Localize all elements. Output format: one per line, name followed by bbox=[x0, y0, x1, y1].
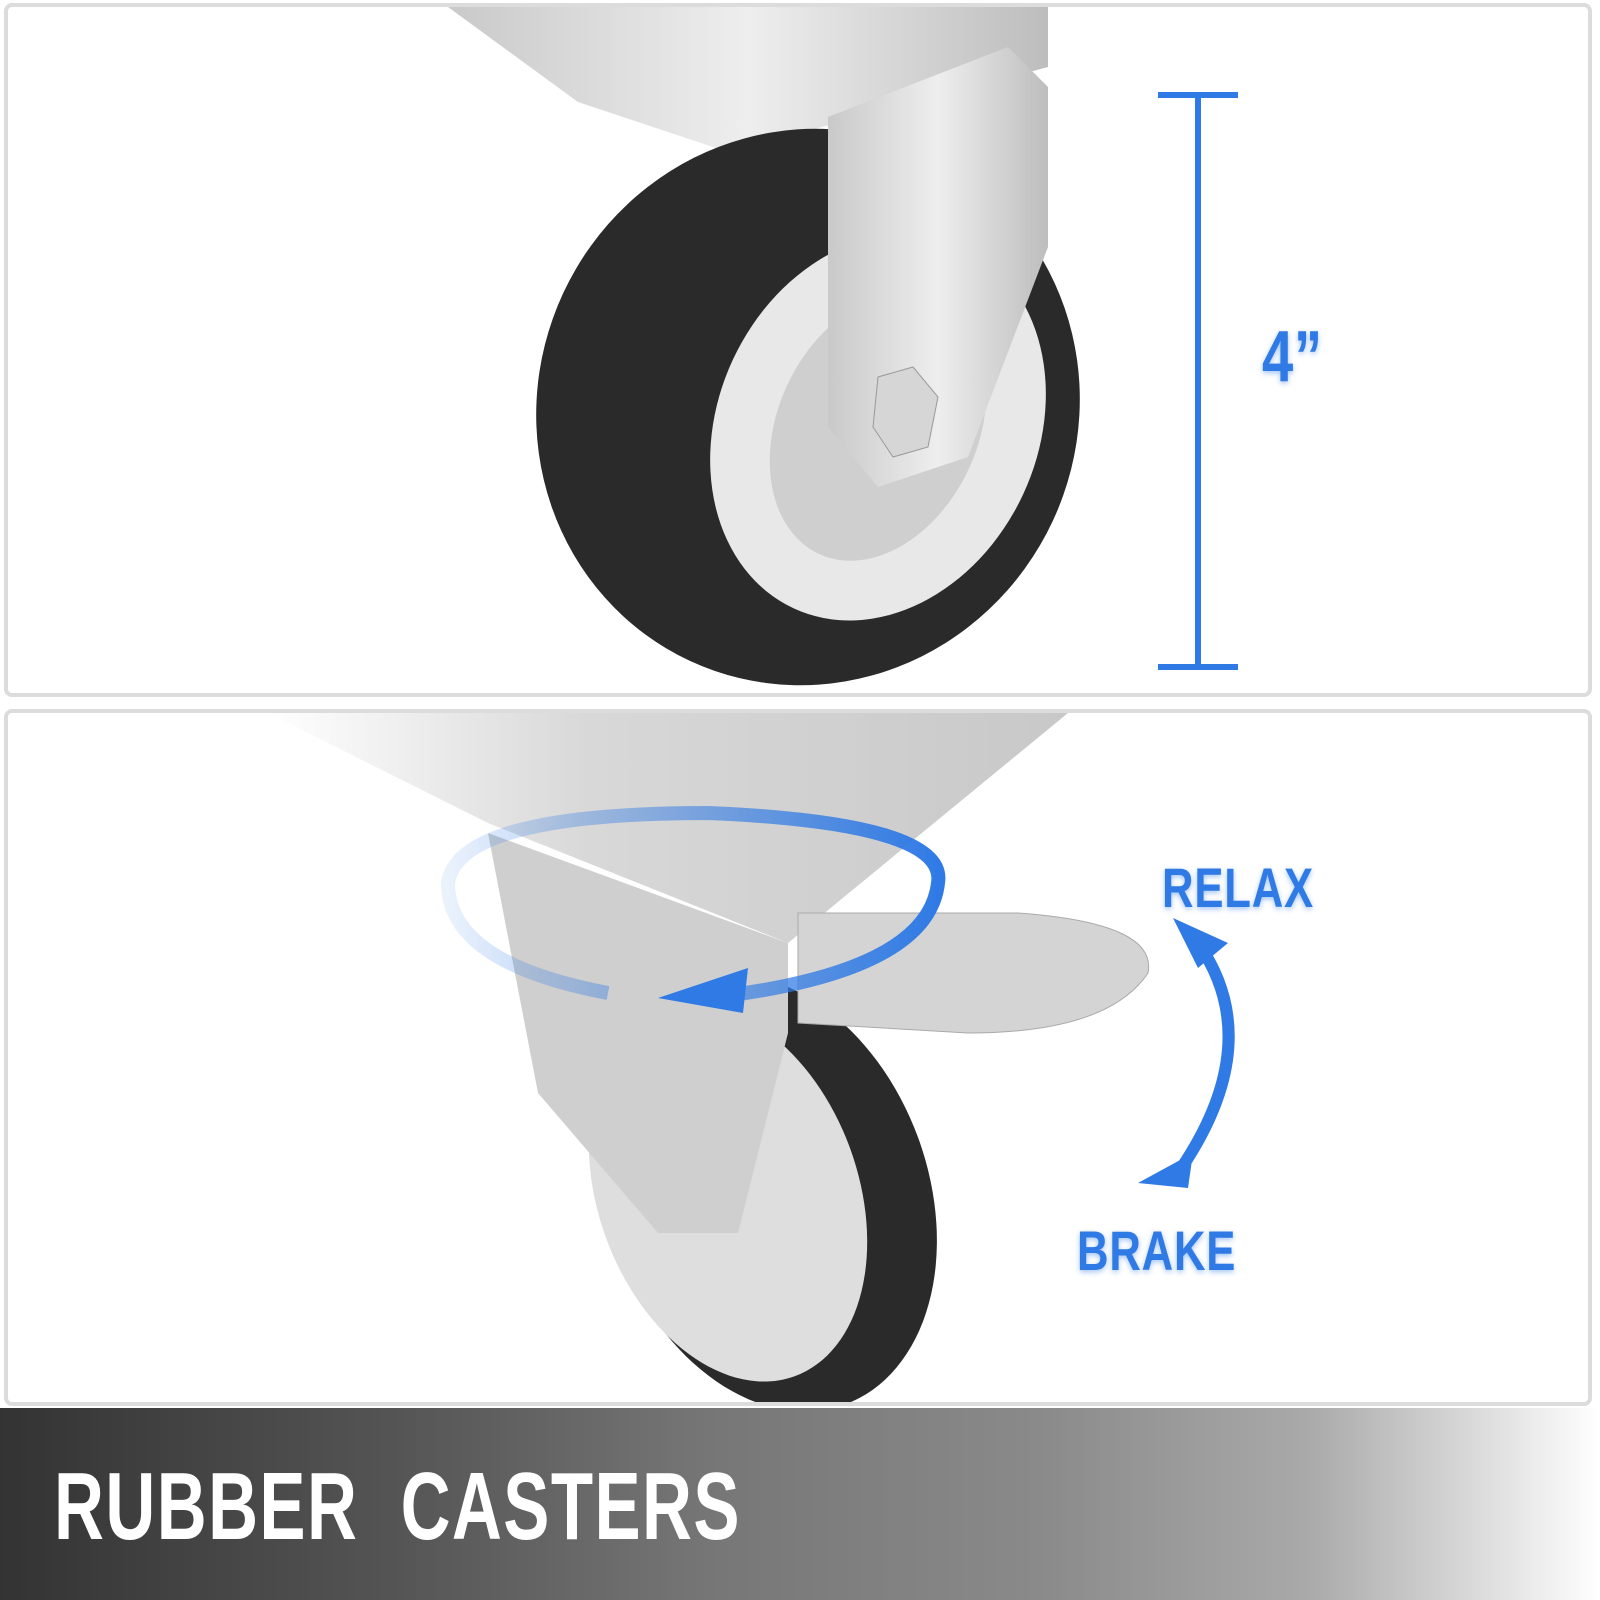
brake-pedal bbox=[797, 912, 1150, 1034]
brake-caster-photo bbox=[268, 713, 1235, 1402]
relax-label: RELAX bbox=[1162, 856, 1314, 919]
banner-title: RUBBER CASTERS bbox=[54, 1453, 741, 1560]
swivel-arrow-icon bbox=[440, 805, 946, 1005]
title-banner: RUBBER CASTERS bbox=[0, 1408, 1600, 1600]
caster-fork bbox=[488, 833, 788, 1233]
wheel-size-label: 4” bbox=[1262, 317, 1323, 397]
swivel-arrowhead bbox=[658, 968, 748, 1013]
cart-frame-corner bbox=[268, 713, 1068, 943]
brake-label: BRAKE bbox=[1077, 1219, 1237, 1282]
axle-bolt bbox=[872, 366, 939, 458]
fixed-caster-photo bbox=[448, 7, 1238, 686]
top-photo-panel bbox=[4, 3, 1592, 697]
relax-brake-arrow-icon bbox=[1173, 939, 1235, 1177]
caster-mount-plate bbox=[448, 7, 1048, 152]
bottom-photo-panel bbox=[4, 709, 1592, 1406]
